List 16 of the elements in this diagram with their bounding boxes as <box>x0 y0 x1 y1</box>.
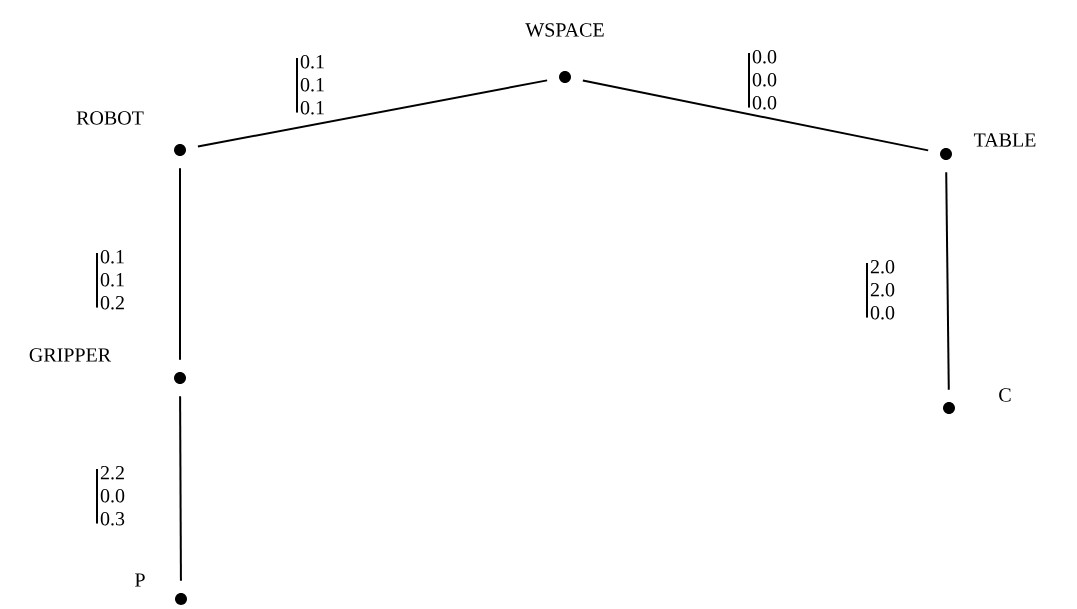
line <box>179 395 182 582</box>
edge-label: 0.0 0.0 0.0 <box>748 50 777 110</box>
node-label: GRIPPER <box>29 348 112 362</box>
edge-label: 0.1 0.1 0.1 <box>296 55 324 115</box>
line <box>581 79 930 152</box>
edge-label: 2.2 0.0 0.3 <box>96 466 125 526</box>
node-label: WSPACE <box>525 23 604 37</box>
node-label: P <box>135 573 145 587</box>
edge-label: 0.1 0.1 0.2 <box>96 250 124 310</box>
edge-label: 2.0 2.0 0.0 <box>866 260 895 320</box>
node-label: ROBOT <box>76 111 144 125</box>
node-label: TABLE <box>973 133 1036 147</box>
line <box>196 79 549 148</box>
node-label: C <box>999 388 1011 402</box>
line <box>179 167 181 361</box>
line <box>945 171 950 391</box>
